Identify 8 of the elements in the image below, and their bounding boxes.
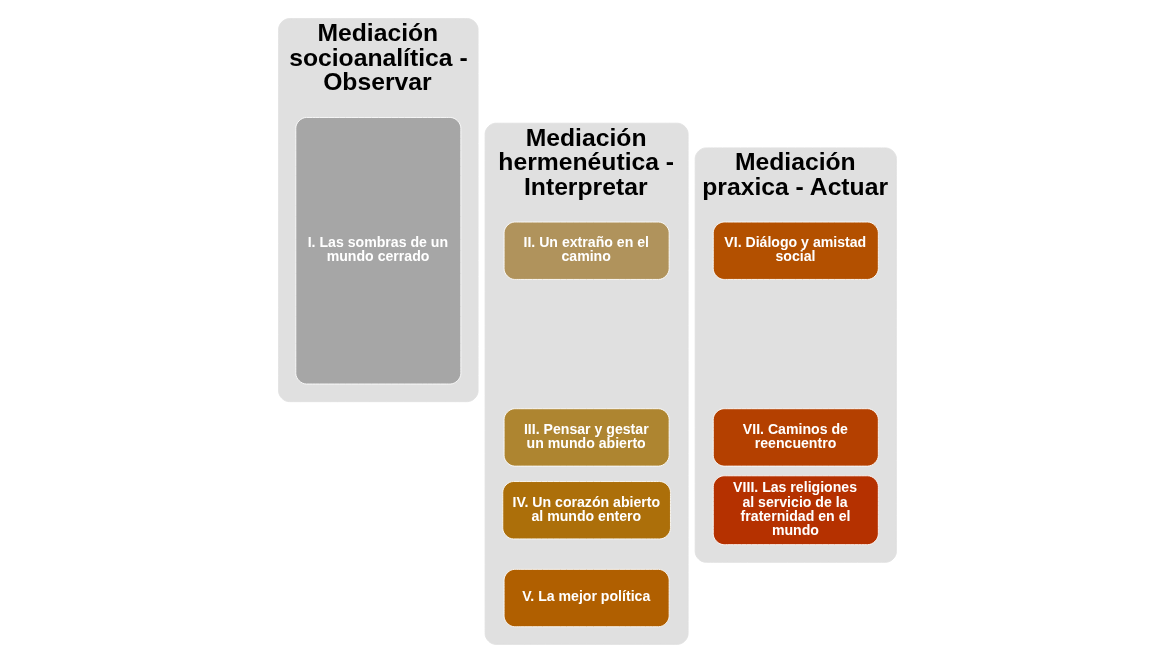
node-box: I. Las sombras de un mundo cerrado xyxy=(295,117,462,385)
node-box: V. La mejor política xyxy=(503,568,670,628)
node-box: III. Pensar y gestar un mundo abierto xyxy=(503,408,670,467)
node-box: II. Un extraño en el camino xyxy=(503,221,670,280)
node-box: VIII. Las religiones al servicio de la fraternidad en el mundo xyxy=(712,475,879,546)
node-box: IV. Un corazón abierto al mundo entero xyxy=(502,481,671,540)
node-box: VII. Caminos de reencuentro xyxy=(712,408,879,467)
node-box: VI. Diálogo y amistad social xyxy=(712,221,879,280)
